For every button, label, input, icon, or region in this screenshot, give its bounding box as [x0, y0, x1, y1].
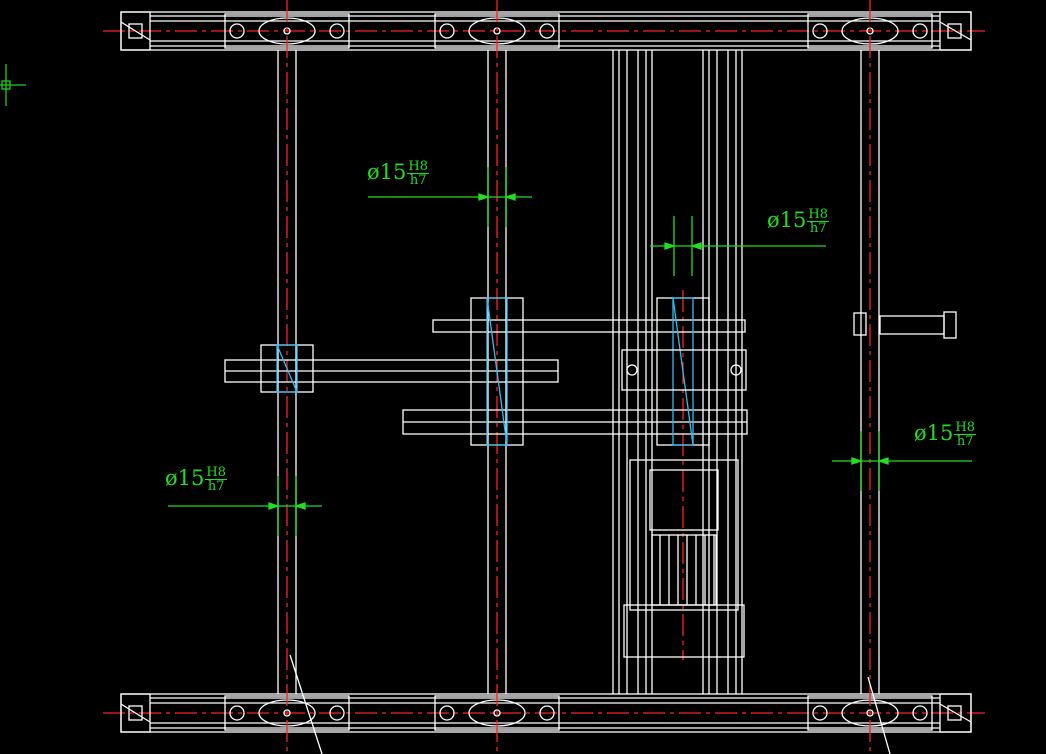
frame-rail-top-endcap-slot-1	[947, 23, 962, 39]
motor-mount-plate	[621, 349, 747, 391]
bearing-top-0-bolt-left	[229, 23, 245, 39]
bearing-bottom-1-bore	[493, 709, 501, 717]
rod-end-eye	[943, 311, 957, 339]
dimension-2-arrow-right	[876, 457, 889, 465]
drawing-geometry	[0, 0, 985, 754]
leader-line-right	[867, 676, 891, 754]
pulley-2-keyway	[672, 297, 694, 446]
frame-rail-top-endcap-diag-0	[120, 21, 151, 41]
belt-upper-right	[432, 319, 746, 333]
pulley-2-hatch	[672, 297, 694, 446]
bearing-top-0-bolt-right	[329, 23, 345, 39]
bearing-bottom-0-bolt-left	[229, 705, 245, 721]
bearing-bottom-2-bolt-right	[912, 705, 928, 721]
dimension-1-arrow-right	[689, 242, 702, 250]
dimension-0-arrow-right	[503, 193, 516, 201]
pulley-0-keyway	[276, 344, 298, 393]
motor-gearbox-face	[649, 469, 719, 531]
frame-rail-top-endcap-1	[939, 11, 972, 51]
motor-fins-block	[651, 534, 717, 606]
bearing-top-1-bolt-left	[439, 23, 455, 39]
dimension-0-arrow-left	[478, 193, 491, 201]
frame-rail-bottom-endcap-slot-1	[947, 705, 962, 721]
pulley-0-hatch	[276, 344, 298, 393]
frame-rail-bottom-endcap-diag-0	[120, 703, 151, 723]
dimension-2-arrow-left	[851, 457, 864, 465]
bearing-top-2-bolt-right	[912, 23, 928, 39]
bearing-bottom-0-bore	[283, 709, 291, 717]
bearing-bottom-2-bolt-left	[812, 705, 828, 721]
dimension-3-arrow-right	[293, 502, 306, 510]
rod-end-rod	[879, 315, 945, 335]
motor-gearbox-body	[629, 459, 739, 611]
rod-end-clamp	[853, 312, 867, 336]
motor-mount-bolt-left	[626, 364, 638, 376]
bearing-bottom-1-bolt-right	[539, 705, 555, 721]
frame-rail-top-endcap-slot-0	[128, 23, 143, 39]
motor-mount-bolt-right	[730, 364, 742, 376]
bearing-bottom-0-bolt-right	[329, 705, 345, 721]
bearing-top-1-bolt-right	[539, 23, 555, 39]
frame-rail-bottom-endcap-0	[120, 693, 151, 733]
frame-rail-bottom-endcap-slot-0	[128, 705, 143, 721]
frame-rail-top-endcap-0	[120, 11, 151, 51]
bearing-bottom-1-bolt-left	[439, 705, 455, 721]
bearing-bottom-2-bore	[866, 709, 874, 717]
frame-rail-bottom-endcap-diag-1	[939, 703, 972, 723]
dimension-1-arrow-left	[664, 242, 677, 250]
dimension-3-arrow-left	[268, 502, 281, 510]
leader-line-left	[289, 654, 323, 754]
bearing-top-2-bolt-left	[812, 23, 828, 39]
motor-endcap	[623, 604, 745, 658]
frame-rail-bottom-endcap-1	[939, 693, 972, 733]
frame-rail-top-endcap-diag-1	[939, 21, 972, 41]
cursor-pickbox	[1, 80, 11, 90]
pulley-1-hatch	[486, 297, 508, 446]
pulley-1-keyway	[486, 297, 508, 446]
